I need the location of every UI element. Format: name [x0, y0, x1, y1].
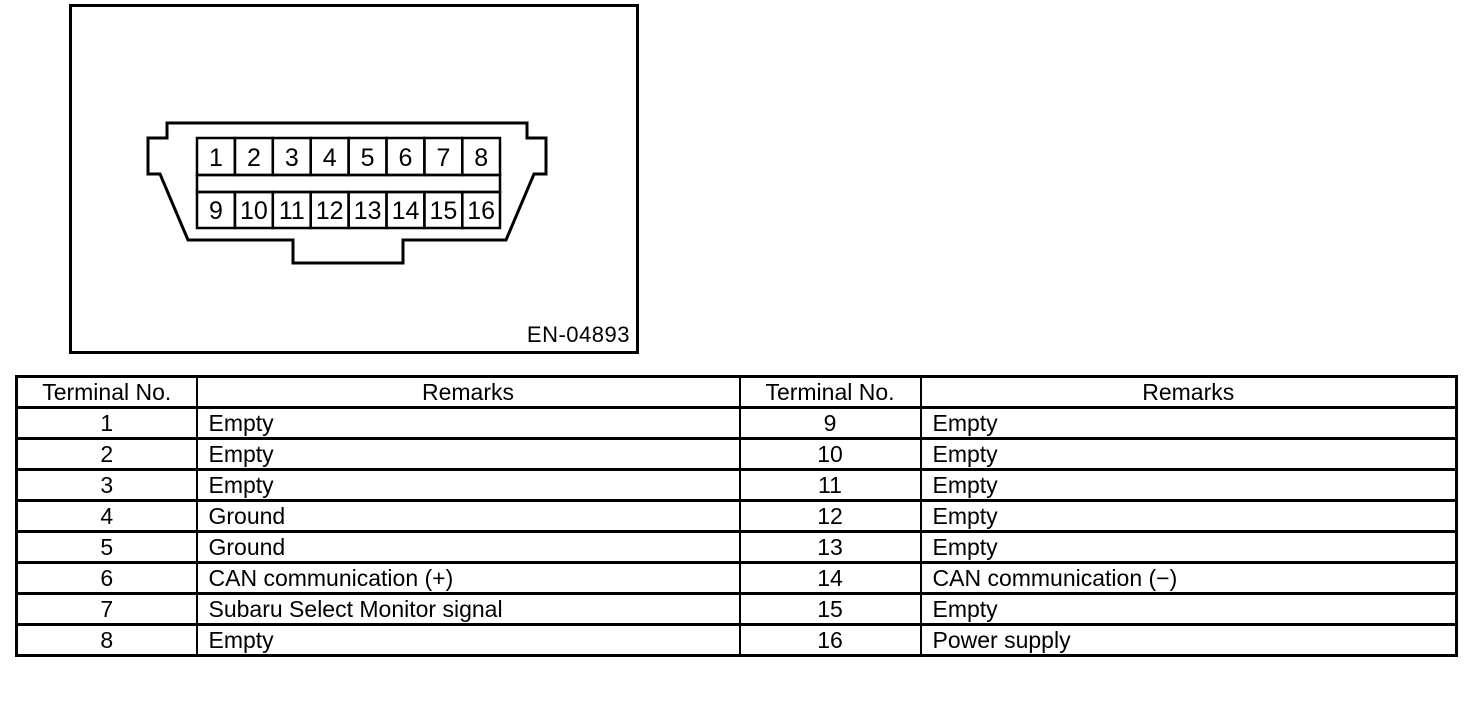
- remarks-cell: Empty: [919, 406, 1458, 440]
- pin-row-top: [195, 136, 502, 177]
- figure-id-label: EN-04893: [526, 322, 630, 347]
- remarks-cell: Empty: [195, 437, 741, 471]
- pin-number: 12: [316, 197, 344, 225]
- table-row: 6 CAN communication (+) 14 CAN communica…: [15, 561, 1458, 595]
- terminal-no-cell: 10: [738, 437, 922, 471]
- table-row: 3 Empty 11 Empty: [15, 468, 1458, 502]
- pin-number: 7: [436, 144, 450, 172]
- terminal-no-cell: 12: [738, 499, 922, 533]
- table-row: 5 Ground 13 Empty: [15, 530, 1458, 564]
- pin-number: 8: [474, 144, 488, 172]
- table-header-row: Terminal No. Remarks Terminal No. Remark…: [15, 375, 1458, 409]
- remarks-cell: Empty: [919, 499, 1458, 533]
- remarks-cell: CAN communication (−): [919, 561, 1458, 595]
- table-row: 8 Empty 16 Power supply: [15, 623, 1458, 657]
- terminal-no-cell: 1: [15, 406, 198, 440]
- connector-slot-band: [195, 173, 502, 194]
- table-row: 1 Empty 9 Empty: [15, 406, 1458, 440]
- terminal-no-cell: 3: [15, 468, 198, 502]
- header-terminal-no-right: Terminal No.: [738, 375, 922, 409]
- pin-number: 5: [361, 144, 375, 172]
- remarks-cell: Empty: [919, 468, 1458, 502]
- connector-outline: [146, 121, 548, 265]
- table-row: 4 Ground 12 Empty: [15, 499, 1458, 533]
- remarks-cell: Subaru Select Monitor signal: [195, 592, 741, 626]
- pin-number: 16: [467, 197, 495, 225]
- remarks-cell: Ground: [195, 530, 741, 564]
- terminal-table: Terminal No. Remarks Terminal No. Remark…: [15, 375, 1458, 657]
- remarks-cell: Empty: [195, 468, 741, 502]
- remarks-cell: Ground: [195, 499, 741, 533]
- terminal-no-cell: 7: [15, 592, 198, 626]
- header-remarks-left: Remarks: [195, 375, 741, 409]
- remarks-cell: Empty: [919, 437, 1458, 471]
- remarks-cell: Empty: [195, 623, 741, 657]
- pin-cell: [461, 190, 502, 230]
- terminal-no-cell: 6: [15, 561, 198, 595]
- pin-number: 10: [240, 197, 268, 225]
- terminal-no-cell: 2: [15, 437, 198, 471]
- connector-figure: 1 2 3 4 5 6 7 8 9 10 11 12 13 14 15 16 E…: [69, 4, 639, 354]
- table-row: 2 Empty 10 Empty: [15, 437, 1458, 471]
- pin-number: 13: [354, 197, 382, 225]
- terminal-no-cell: 8: [15, 623, 198, 657]
- table-row: 7 Subaru Select Monitor signal 15 Empty: [15, 592, 1458, 626]
- pin-number: 1: [209, 144, 223, 172]
- terminal-no-cell: 9: [738, 406, 922, 440]
- terminal-no-cell: 4: [15, 499, 198, 533]
- terminal-no-cell: 13: [738, 530, 922, 564]
- pin-number: 2: [247, 144, 261, 172]
- terminal-no-cell: 14: [738, 561, 922, 595]
- remarks-cell: Empty: [195, 406, 741, 440]
- remarks-cell: Empty: [919, 530, 1458, 564]
- pin-number: 4: [323, 144, 337, 172]
- pin-number: 9: [209, 197, 223, 225]
- pin-number: 14: [392, 197, 420, 225]
- remarks-cell: CAN communication (+): [195, 561, 741, 595]
- pin-row-bottom: [195, 190, 502, 230]
- pin-number: 11: [279, 197, 305, 225]
- header-remarks-right: Remarks: [919, 375, 1458, 409]
- pin-number: 15: [429, 197, 457, 225]
- terminal-no-cell: 5: [15, 530, 198, 564]
- remarks-cell: Empty: [919, 592, 1458, 626]
- pin-number: 6: [399, 144, 413, 172]
- obd-connector-diagram: 1 2 3 4 5 6 7 8 9 10 11 12 13 14 15 16: [146, 121, 548, 265]
- remarks-cell: Power supply: [919, 623, 1458, 657]
- header-terminal-no-left: Terminal No.: [15, 375, 198, 409]
- terminal-no-cell: 11: [738, 468, 922, 502]
- terminal-no-cell: 16: [738, 623, 922, 657]
- terminal-no-cell: 15: [738, 592, 922, 626]
- pin-number: 3: [285, 144, 299, 172]
